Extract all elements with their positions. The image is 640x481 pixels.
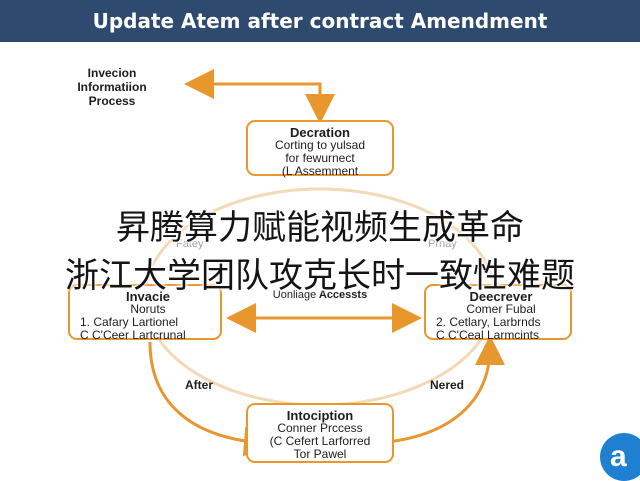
invacie-title: Invacie bbox=[125, 289, 171, 304]
intociption-box: Intociption Conner Prccess (C Cefert Lar… bbox=[246, 403, 394, 463]
decration-box: Decration Corting to yulsad for fewurnec… bbox=[246, 120, 394, 178]
invoice-process-note: Invecion Informatiion Process bbox=[77, 66, 147, 108]
invacie-box: Invacie Noruts 1. Cafary Lartionel C C'C… bbox=[68, 284, 222, 342]
faint-label-right: Prnay bbox=[428, 238, 457, 250]
deecrever-title: Deecrever bbox=[469, 289, 533, 304]
decration-title: Decration bbox=[290, 125, 350, 140]
arrow-left-arc bbox=[148, 341, 274, 457]
brand-logo-icon: a bbox=[600, 433, 640, 481]
faint-label-left: Fatey bbox=[176, 238, 204, 250]
brand-logo-text: a bbox=[610, 440, 627, 473]
arrow-invoice-to-decration bbox=[184, 69, 322, 116]
diagram-title-bar: Update Atem after contract Amendment bbox=[0, 0, 640, 42]
center-label: Uonliage Accessts bbox=[272, 289, 368, 301]
diagram-title: Update Atem after contract Amendment bbox=[92, 9, 548, 33]
arrow-right-arc bbox=[377, 335, 505, 445]
arc-label-left: After bbox=[184, 378, 213, 392]
deecrever-box: Deecrever Comer Fubal 2. Cetlary, Larbrn… bbox=[424, 284, 572, 342]
overlay-headline-1: 昇腾算力赋能视频生成革命 bbox=[116, 208, 524, 248]
overlay-headline-2: 浙江大学团队攻克长时一致性难题 bbox=[65, 256, 575, 296]
intociption-title: Intociption bbox=[286, 408, 354, 423]
arc-label-right: Nered bbox=[429, 378, 464, 392]
